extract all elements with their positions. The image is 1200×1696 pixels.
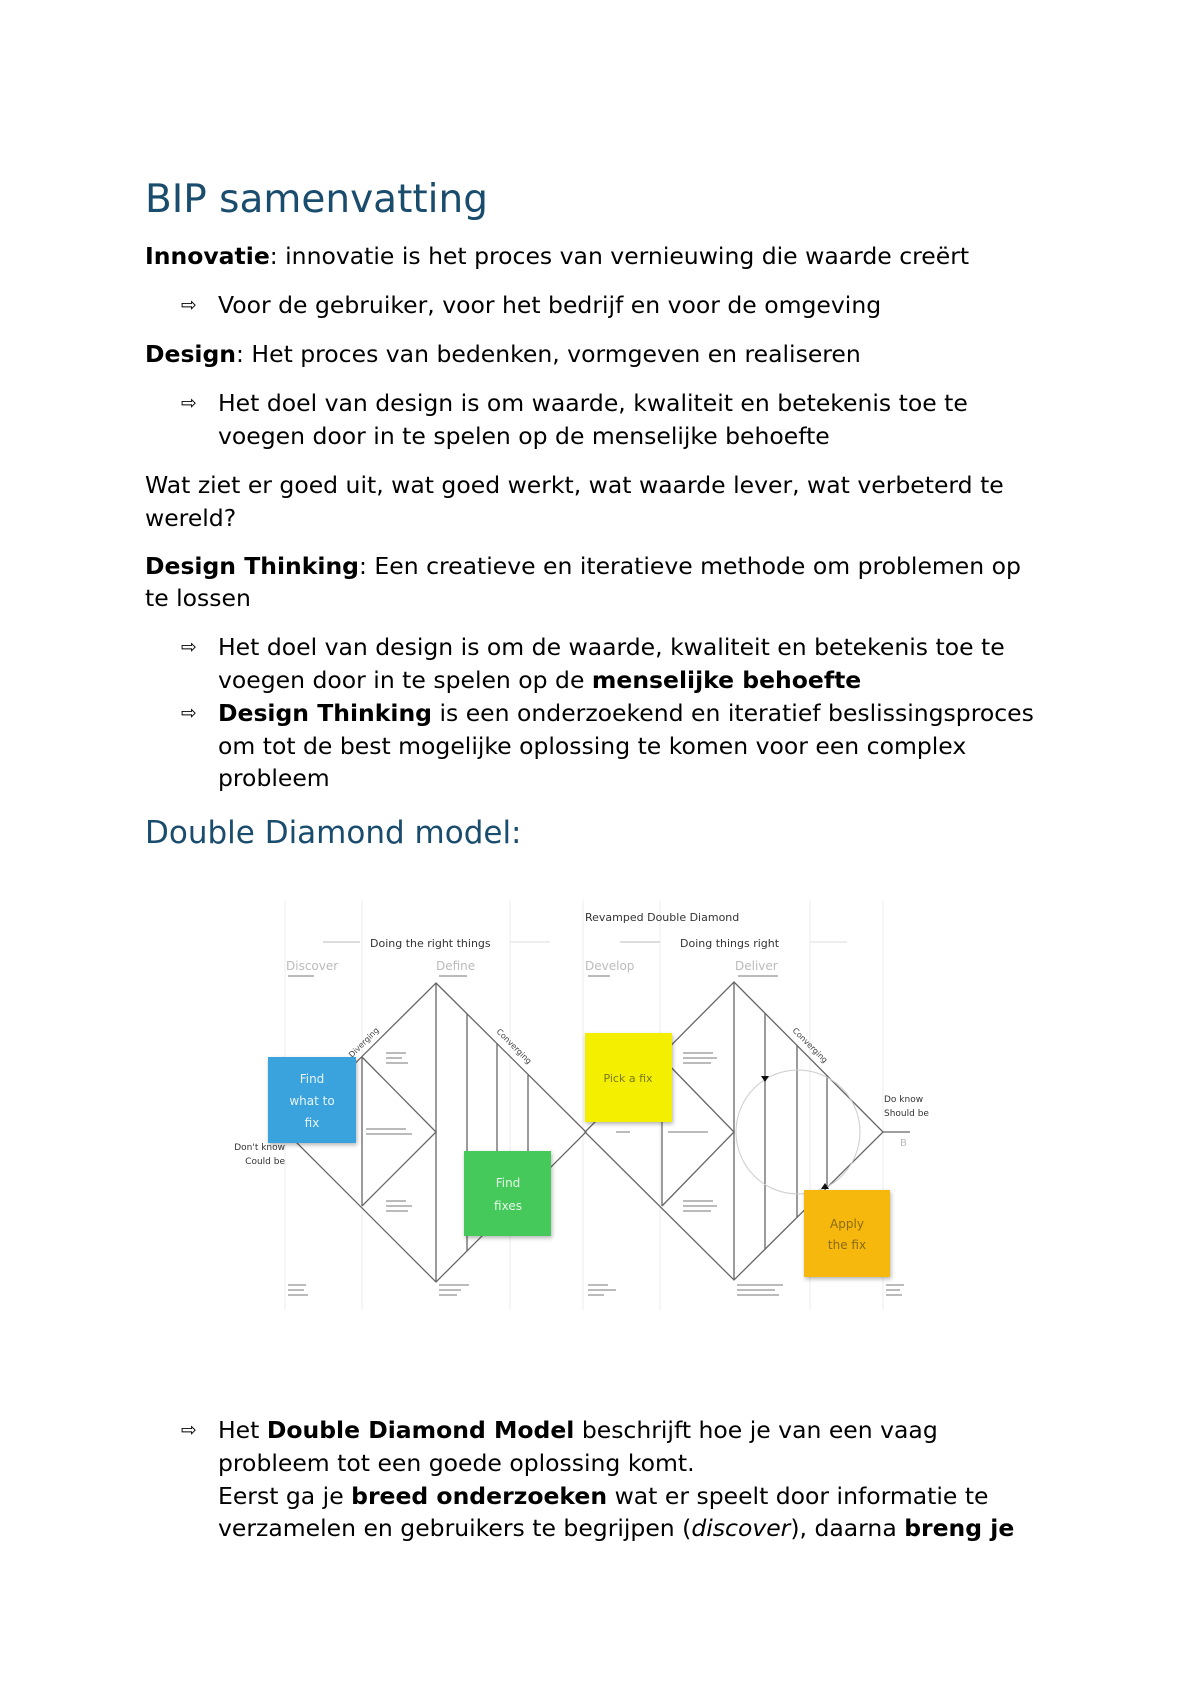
bullet-text: Het doel van design is om waarde, kwalit… [218, 389, 968, 417]
bold-text: menselijke behoefte [591, 666, 862, 694]
should-be-label: Should be [884, 1109, 929, 1119]
note-text: fixes [494, 1199, 522, 1213]
note-text: Pick a fix [603, 1072, 653, 1085]
bullet-text: Design Thinking is een onderzoekend en i… [218, 697, 1034, 730]
page-title: BIP samenvatting [145, 177, 488, 222]
do-know-label: Do know [884, 1095, 923, 1105]
end-marker-label: B [900, 1138, 907, 1149]
sticky-note-pick-a-fix: Pick a fix [585, 1033, 672, 1122]
question-text: wereld? [145, 504, 237, 532]
note-text: Find [496, 1176, 521, 1190]
diagram-title: Revamped Double Diamond [585, 911, 739, 924]
text: is een onderzoekend en iteratief besliss… [432, 699, 1034, 727]
note-text: the fix [828, 1238, 866, 1252]
bold-text: Design Thinking [218, 699, 433, 727]
bullet-text: voegen door in te spelen op de menselijk… [218, 422, 830, 450]
innovatie-definition: Innovatie: innovatie is het proces van v… [145, 240, 969, 273]
phase-deliver: Deliver [735, 959, 778, 973]
double-diamond-diagram: Revamped Double Diamond Doing the right … [234, 900, 929, 1310]
note-text: Find [300, 1072, 325, 1086]
bullet-text: voegen door in te spelen op de menselijk… [218, 664, 861, 697]
could-be-label: Could be [245, 1157, 285, 1167]
bold-text: breed onderzoeken [351, 1482, 608, 1510]
section-heading: Double Diamond model: [145, 815, 522, 851]
text: wat er speelt door informatie te [607, 1482, 989, 1510]
italic-text: discover [691, 1514, 791, 1542]
dont-know-label: Don't know [234, 1143, 285, 1153]
left-header: Doing the right things [370, 937, 491, 950]
bullet-text: probleem tot een goede oplossing komt. [218, 1449, 695, 1477]
arrow-bullet-icon: ⇨ [181, 294, 197, 316]
bold-text: breng je [904, 1514, 1015, 1542]
text: verzamelen en gebruikers te begrijpen ( [218, 1514, 692, 1542]
bullet-text: Voor de gebruiker, voor het bedrijf en v… [218, 291, 882, 319]
term: Innovatie [145, 242, 270, 270]
bold-text: Double Diamond Model [266, 1416, 575, 1444]
sticky-note-apply-the-fix: Apply the fix [804, 1190, 890, 1277]
phase-discover: Discover [286, 959, 338, 973]
text: ), daarna [790, 1514, 905, 1542]
bullet-text: Het doel van design is om de waarde, kwa… [218, 633, 1005, 661]
text: Eerst ga je [218, 1482, 352, 1510]
phase-develop: Develop [585, 959, 634, 973]
design-definition: Design: Het proces van bedenken, vormgev… [145, 338, 861, 371]
note-text: Apply [830, 1217, 864, 1231]
arrow-bullet-icon: ⇨ [181, 702, 197, 724]
arrow-marker-icon [821, 1183, 829, 1189]
definition-text: : innovatie is het proces van vernieuwin… [269, 242, 970, 270]
text: voegen door in te spelen op de [218, 666, 592, 694]
note-text: fix [305, 1116, 320, 1130]
column-guides [284, 900, 884, 1310]
phase-define: Define [436, 959, 475, 973]
bullet-text: om tot de best mogelijke oplossing te ko… [218, 732, 967, 760]
sticky-note-find-what-to-fix: Find what to fix [268, 1057, 356, 1143]
tiny-labels [288, 975, 904, 1296]
bullet-text: Het Double Diamond Model beschrijft hoe … [218, 1414, 938, 1447]
arrow-bullet-icon: ⇨ [181, 1419, 197, 1441]
arrow-bullet-icon: ⇨ [181, 392, 197, 414]
bullet-text: Eerst ga je breed onderzoeken wat er spe… [218, 1480, 989, 1513]
bullet-text: probleem [218, 764, 330, 792]
question-text: Wat ziet er goed uit, wat goed werkt, wa… [145, 471, 1004, 499]
arrow-marker-icon [761, 1076, 769, 1082]
design-thinking-definition: Design Thinking: Een creatieve en iterat… [145, 550, 1021, 583]
sticky-note-find-fixes: Find fixes [464, 1151, 551, 1236]
arrow-bullet-icon: ⇨ [181, 636, 197, 658]
text: beschrijft hoe je van een vaag [574, 1416, 938, 1444]
right-header: Doing things right [680, 937, 780, 950]
term: Design [145, 340, 237, 368]
term: Design Thinking [145, 552, 360, 580]
text: Het [218, 1416, 267, 1444]
definition-text: te lossen [145, 584, 251, 612]
iteration-circle [735, 1069, 861, 1195]
bullet-text: verzamelen en gebruikers te begrijpen (d… [218, 1512, 1014, 1545]
definition-text: : Een creatieve en iteratieve methode om… [359, 552, 1021, 580]
note-text: what to [289, 1094, 334, 1108]
definition-text: : Het proces van bedenken, vormgeven en … [236, 340, 861, 368]
